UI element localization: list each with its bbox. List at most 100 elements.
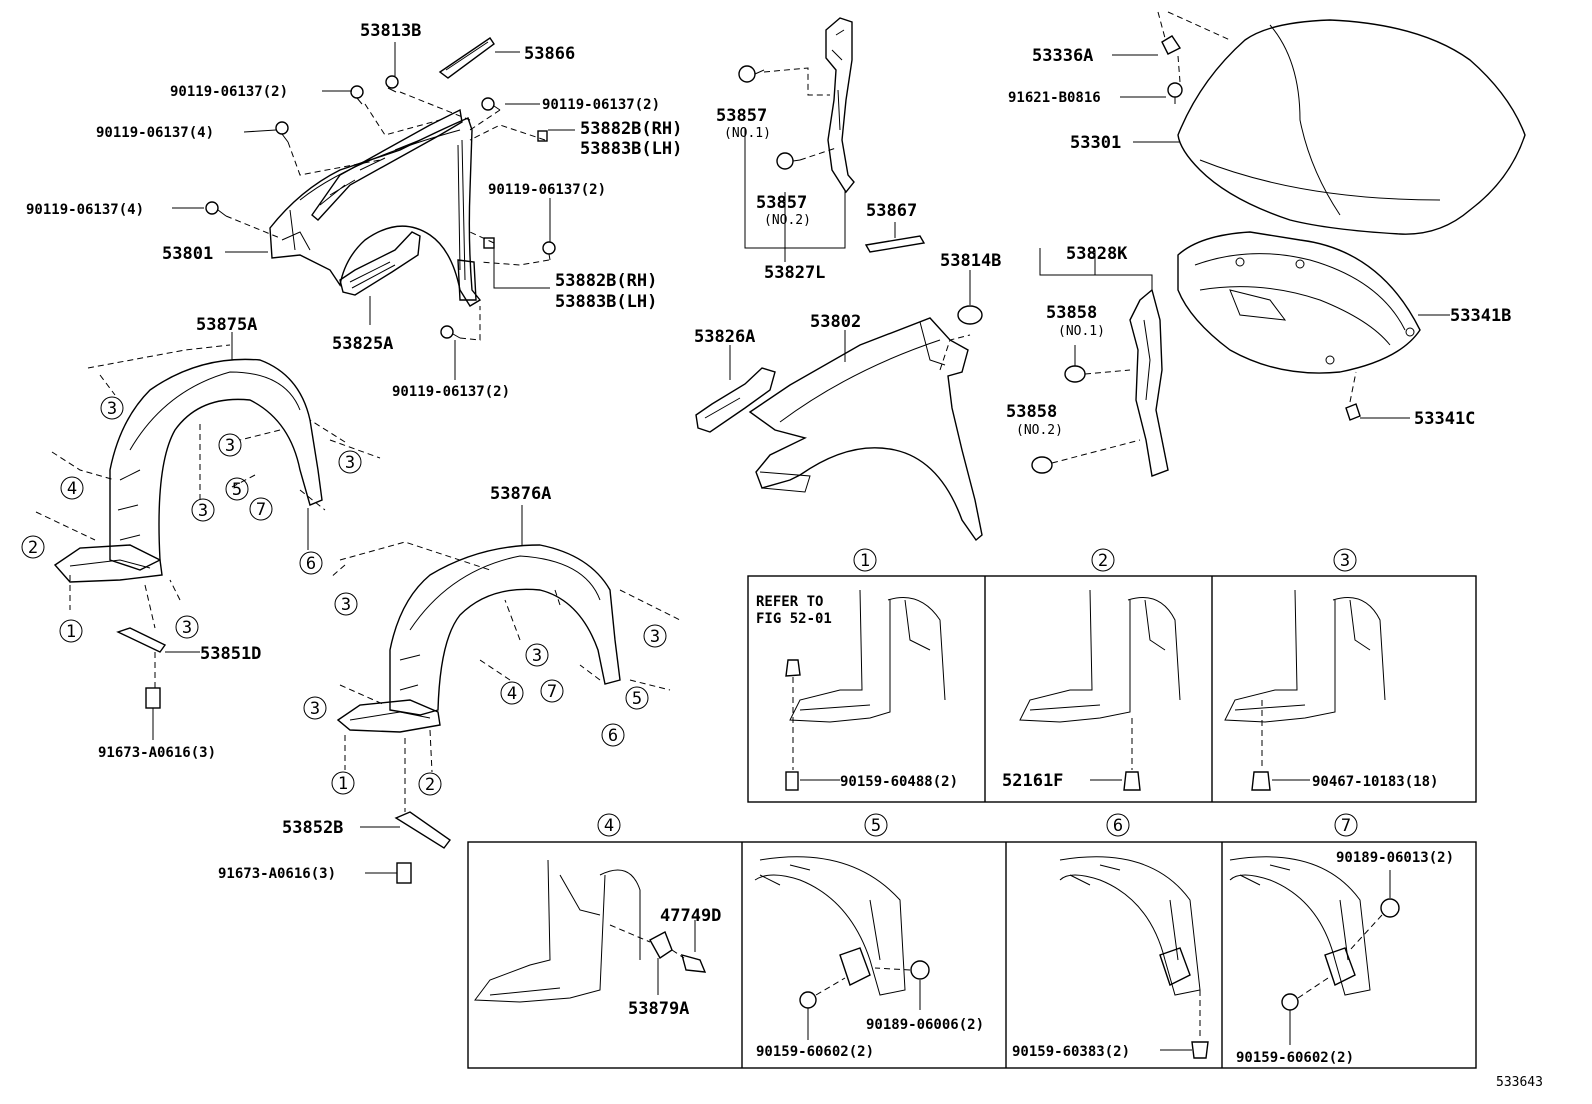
label-53883B-lh-a: 53883B(LH) — [580, 139, 682, 159]
callout-5: 5 — [225, 477, 249, 501]
label-91673-a: 91673-A0616(3) — [98, 745, 216, 761]
seal-53827L-drawing — [738, 17, 855, 262]
detail-box-bottom — [467, 841, 1477, 1069]
svg-text:1: 1 — [338, 774, 348, 794]
label-90119-4-b: 90119-06137(4) — [26, 202, 144, 218]
label-53826A: 53826A — [694, 327, 755, 347]
fender-leaders — [172, 42, 575, 380]
callout-3: 3 — [175, 615, 199, 639]
svg-text:5: 5 — [232, 480, 242, 500]
detail-4-drawing — [474, 859, 707, 1003]
callout-6: 6 — [601, 723, 625, 747]
svg-text:2: 2 — [425, 775, 435, 795]
callout-3: 3 — [191, 498, 215, 522]
svg-text:6: 6 — [1113, 816, 1123, 836]
label-53857-1-sub: (NO.1) — [724, 126, 771, 141]
bracket-53825A-drawing — [339, 231, 421, 296]
label-90159-60602-a: 90159-60602(2) — [756, 1044, 874, 1060]
svg-text:3: 3 — [107, 399, 117, 419]
label-90467: 90467-10183(18) — [1312, 774, 1438, 790]
svg-text:3: 3 — [310, 699, 320, 719]
svg-text:6: 6 — [608, 726, 618, 746]
callout-3: 3 — [334, 592, 358, 616]
liner-53876A-drawing — [329, 505, 681, 884]
callout-markers: 3 3 3 4 5 3 7 2 6 1 3 3 3 3 7 4 5 3 6 1 … — [21, 396, 1358, 837]
svg-text:5: 5 — [632, 689, 642, 709]
detail-box-top — [747, 575, 1477, 803]
label-90159-60602-b: 90159-60602(2) — [1236, 1050, 1354, 1066]
svg-text:3: 3 — [1340, 551, 1350, 571]
callout-7: 7 — [540, 679, 564, 703]
seal-53828K-drawing — [1031, 248, 1169, 477]
svg-text:3: 3 — [532, 646, 542, 666]
svg-text:3: 3 — [182, 618, 192, 638]
label-47749D: 47749D — [660, 906, 721, 926]
fender-53801-drawing — [269, 108, 482, 307]
callout-3: 3 — [1333, 548, 1357, 572]
label-53858-2-sub: (NO.2) — [1016, 423, 1063, 438]
part-labels: 53813B 53866 90119-06137(2) 90119-06137(… — [26, 21, 1543, 1090]
svg-text:3: 3 — [341, 595, 351, 615]
detail-3-drawing — [1224, 589, 1386, 791]
label-90159-60488: 90159-60488(2) — [840, 774, 958, 790]
fender-clips — [205, 75, 556, 339]
callout-2: 2 — [1091, 548, 1115, 572]
label-53858-1: 53858 — [1046, 303, 1097, 323]
callout-5: 5 — [625, 686, 649, 710]
svg-text:4: 4 — [507, 684, 517, 704]
label-53828K: 53828K — [1066, 244, 1128, 264]
svg-text:2: 2 — [28, 538, 38, 558]
label-53341B: 53341B — [1450, 306, 1511, 326]
callout-6: 6 — [299, 551, 323, 575]
svg-text:7: 7 — [547, 682, 557, 702]
label-53858-2: 53858 — [1006, 402, 1057, 422]
bracket-53826A-drawing — [695, 345, 776, 433]
svg-text:6: 6 — [306, 554, 316, 574]
svg-text:1: 1 — [66, 622, 76, 642]
callout-3: 3 — [525, 643, 549, 667]
label-90159-60383: 90159-60383(2) — [1012, 1044, 1130, 1060]
insulator-53341B-drawing — [1177, 231, 1450, 421]
svg-text:5: 5 — [871, 816, 881, 836]
label-90119-4-a: 90119-06137(4) — [96, 125, 214, 141]
seal-53867-drawing — [864, 222, 926, 253]
callout-1: 1 — [853, 548, 877, 572]
label-90189-06013: 90189-06013(2) — [1336, 850, 1454, 866]
label-53301: 53301 — [1070, 133, 1121, 153]
svg-text:3: 3 — [198, 501, 208, 521]
label-53879A: 53879A — [628, 999, 689, 1019]
seal-53866-drawing — [438, 37, 495, 79]
label-53851D: 53851D — [200, 644, 261, 664]
callout-3: 3 — [643, 624, 667, 648]
label-91673-b: 91673-A0616(3) — [218, 866, 336, 882]
label-53857-2: 53857 — [756, 193, 807, 213]
label-53876A: 53876A — [490, 484, 551, 504]
label-53814B: 53814B — [940, 251, 1001, 271]
label-52161F: 52161F — [1002, 771, 1063, 791]
callout-7: 7 — [249, 497, 273, 521]
label-90119-2-a: 90119-06137(2) — [170, 84, 288, 100]
detail-7-drawing — [1229, 856, 1400, 1045]
callout-1: 1 — [331, 771, 355, 795]
label-91621: 91621-B0816 — [1008, 90, 1101, 106]
label-53341C: 53341C — [1414, 409, 1475, 429]
label-53883B-lh-b: 53883B(LH) — [555, 292, 657, 312]
callout-3: 3 — [338, 450, 362, 474]
callout-3: 3 — [218, 433, 242, 457]
label-refer-1: REFER TO — [756, 594, 823, 610]
fender-53802-drawing — [748, 317, 983, 542]
label-53801: 53801 — [162, 244, 213, 264]
label-53866: 53866 — [524, 44, 575, 64]
callout-2: 2 — [21, 535, 45, 559]
svg-text:2: 2 — [1098, 551, 1108, 571]
callout-5: 5 — [864, 813, 888, 837]
svg-text:3: 3 — [345, 453, 355, 473]
label-90119-2-d: 90119-06137(2) — [392, 384, 510, 400]
label-53825A: 53825A — [332, 334, 393, 354]
detail-1-drawing — [785, 589, 946, 791]
callout-3: 3 — [100, 396, 124, 420]
callout-4: 4 — [60, 476, 84, 500]
clip-53814B-drawing — [957, 270, 983, 325]
callout-4: 4 — [500, 681, 524, 705]
